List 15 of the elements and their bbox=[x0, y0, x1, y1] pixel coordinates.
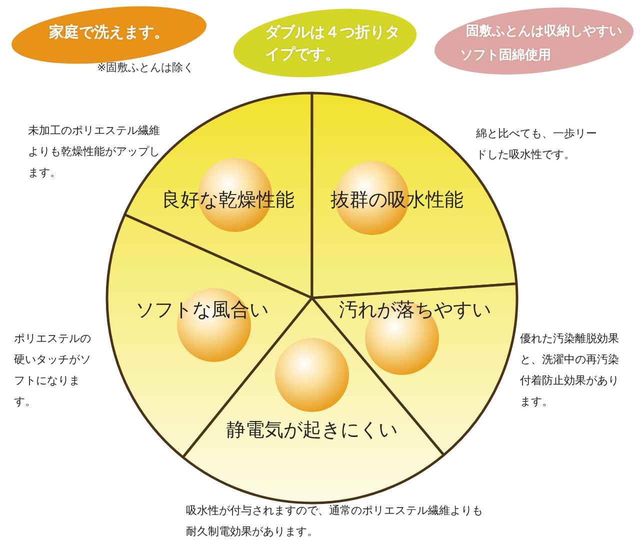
badge-note: ソフト固綿使用 bbox=[460, 47, 551, 64]
segment-label: 静電気が起きにくい bbox=[226, 418, 398, 443]
segment-label: 汚れが落ちやすい bbox=[339, 298, 491, 323]
description-text: 優れた汚染離脱効果と、洗濯中の再汚染付着防止効果があります。 bbox=[520, 331, 620, 410]
description-text: 吸水性が付与されますので、通常のポリエステル繊維よりも耐久制電効果があります。 bbox=[186, 503, 484, 540]
badge-title: ダブルは４つ折りタイプです。 bbox=[265, 22, 401, 65]
badge-title: 家庭で洗えます。 bbox=[49, 23, 169, 42]
segment-label: 抜群の吸水性能 bbox=[330, 188, 464, 213]
badge-title: 固敷ふとんは収納しやすい bbox=[466, 23, 622, 40]
segment-label: ソフトな風合い bbox=[136, 298, 268, 323]
description-text: 綿と比べても、一歩リードした吸水性です。 bbox=[476, 126, 598, 163]
segment-label: 良好な乾燥性能 bbox=[162, 188, 294, 213]
description-text: 未加工のポリエステル繊維よりも乾燥性能がアップします。 bbox=[28, 123, 161, 181]
description-text: ポリエステルの硬いタッチがソフトになります。 bbox=[14, 331, 92, 410]
badge-note: ※固敷ふとんは除く bbox=[97, 60, 194, 76]
